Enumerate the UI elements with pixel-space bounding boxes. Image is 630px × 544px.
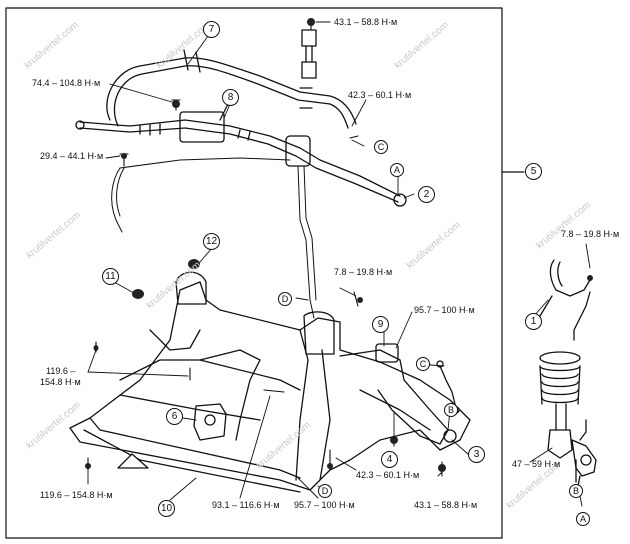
torque-label: 42.3 – 60.1 Н·м (348, 90, 412, 100)
callout-D: D (318, 484, 332, 498)
torque-label: 119.6 – 154.8 Н·м (40, 490, 113, 500)
torque-label: 95.7 – 100 Н·м (294, 500, 355, 510)
callout-A: A (576, 512, 590, 526)
callout-7: 7 (203, 21, 220, 38)
callout-11: 11 (102, 268, 119, 285)
torque-label: 47 – 59 Н·м (512, 459, 561, 469)
torque-label: 43.1 – 58.8 Н·м (334, 17, 398, 27)
bolts (87, 19, 443, 477)
torque-label: 43.1 – 58.8 Н·м (414, 500, 478, 510)
leader-lines (87, 21, 469, 501)
bracket-icon (117, 453, 149, 469)
callout-B: B (444, 403, 458, 417)
callout-1: 1 (525, 313, 542, 330)
lower-control-arm (339, 343, 457, 445)
callout-9: 9 (372, 316, 389, 333)
torque-label: 42.3 – 60.1 Н·м (356, 470, 420, 480)
main-frame-border (5, 7, 503, 539)
callout-A: A (390, 163, 404, 177)
torque-label: 95.7 – 100 Н·м (414, 305, 475, 315)
torque-label: 119.6 – (46, 366, 76, 376)
stabilizer-bar (106, 29, 357, 129)
rear-mount (193, 403, 227, 441)
torque-label: 29.4 – 44.1 Н·м (40, 151, 104, 161)
brake-lines (111, 157, 317, 319)
callout-5: 5 (525, 163, 542, 180)
callout-4: 4 (381, 451, 398, 468)
callout-10: 10 (158, 500, 175, 517)
callout-C: C (374, 140, 388, 154)
torque-label: 7.8 – 19.8 Н·м (561, 229, 620, 239)
callout-12: 12 (203, 233, 220, 250)
callout-8: 8 (222, 89, 239, 106)
callout-C: C (416, 357, 430, 371)
callout-2: 2 (418, 186, 435, 203)
callout-B: B (569, 484, 583, 498)
bushings (85, 18, 593, 472)
callout-D: D (278, 292, 292, 306)
torque-label: 74.4 – 104.8 Н·м (32, 78, 101, 88)
steering-rack (75, 97, 407, 207)
torque-label: 93.1 – 116.6 Н·м (212, 500, 280, 510)
torque-label: 154.8 Н·м (40, 377, 81, 387)
torque-label: 7.8 – 19.8 Н·м (334, 267, 393, 277)
callout-6: 6 (166, 408, 183, 425)
callout-3: 3 (468, 446, 485, 463)
